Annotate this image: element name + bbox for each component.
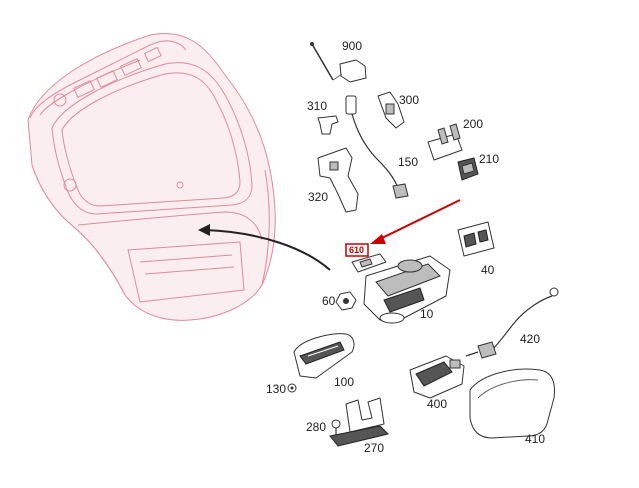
install-location-arrow bbox=[198, 224, 331, 271]
label-130: 130 bbox=[266, 382, 286, 396]
part-210-connector bbox=[457, 157, 479, 181]
label-150: 150 bbox=[398, 155, 418, 169]
label-320: 320 bbox=[308, 190, 328, 204]
label-300: 300 bbox=[399, 93, 419, 107]
label-40: 40 bbox=[481, 263, 495, 277]
part-130-screw bbox=[287, 383, 297, 393]
label-200: 200 bbox=[463, 117, 483, 131]
label-270: 270 bbox=[364, 441, 384, 455]
part-60-nut bbox=[335, 291, 357, 311]
part-300-bracket bbox=[377, 91, 405, 129]
part-320-bracket bbox=[317, 147, 359, 213]
part-410-cover bbox=[469, 368, 555, 439]
label-420: 420 bbox=[520, 332, 540, 346]
tailgate-illustration bbox=[27, 33, 276, 321]
label-610-highlight-box bbox=[345, 243, 369, 257]
part-900-rod bbox=[310, 42, 367, 83]
part-310-clip bbox=[317, 115, 339, 135]
part-400-actuator bbox=[409, 355, 465, 399]
part-270-striker bbox=[329, 397, 389, 447]
label-610: 610 bbox=[349, 245, 364, 255]
part-610-plate bbox=[351, 253, 387, 273]
label-900: 900 bbox=[342, 39, 362, 53]
label-10: 10 bbox=[420, 307, 434, 321]
part-280-screw bbox=[331, 419, 341, 436]
part-100-handle bbox=[293, 333, 355, 379]
label-60: 60 bbox=[322, 294, 336, 308]
label-410: 410 bbox=[525, 432, 545, 446]
part-40-switch bbox=[457, 221, 495, 257]
label-400: 400 bbox=[427, 397, 447, 411]
part-200-bracket bbox=[427, 123, 463, 161]
label-210: 210 bbox=[479, 152, 499, 166]
part-10-lock bbox=[363, 255, 451, 324]
label-280: 280 bbox=[306, 420, 326, 434]
label-310: 310 bbox=[307, 99, 327, 113]
part-420-cable bbox=[465, 287, 559, 359]
part-150-cable bbox=[345, 95, 409, 199]
label-100: 100 bbox=[334, 375, 354, 389]
part-labels: 900 310 300 200 150 210 320 610 40 60 10… bbox=[266, 39, 545, 455]
highlight-arrow bbox=[370, 199, 461, 244]
